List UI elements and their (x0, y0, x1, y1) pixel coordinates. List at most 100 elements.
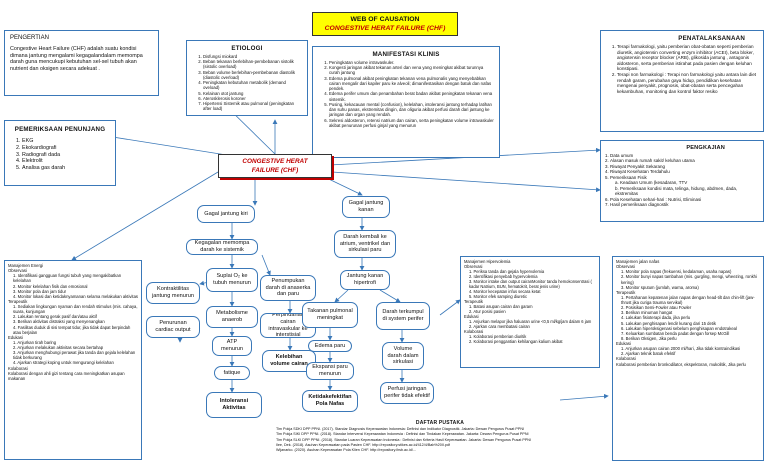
node-gagal-jantung-kanan: Gagal jantung kanan (342, 196, 390, 218)
node-perpindahan-cairan: Perpindahan cairan intravaskular ke inte… (260, 313, 316, 338)
intervention-line: 4. Monitor kecepatan infus secara ketat (469, 288, 541, 294)
list-item: Beban volume berlebihan-pembebanan diast… (203, 70, 303, 80)
intervention-line: 3. Monitor intake dan output cairanMonit… (469, 278, 592, 289)
etiologi-heading: ETIOLOGI (231, 45, 263, 52)
center-line-2: FAILURE (CHF) (251, 166, 299, 174)
list-item: Beban tekanan berlebihan-pembebanan sist… (203, 59, 303, 69)
intervention-line: 1. Sediakan lingkungan nyaman dan rendah… (13, 304, 138, 315)
intervention-line: 2. Kolaborasi penggantian kehilangan kal… (469, 338, 563, 344)
intervention-line: 2. Ajarkan cara membatasi cairan (469, 323, 530, 329)
pengkajian-list: 1. Data umum 2. Alasan masuk rumah sakit… (605, 153, 759, 208)
intervention-line: 1. Kolaborasi pemberian diuritik (469, 333, 527, 339)
intervention-line: 4. Fasilitas duduk di sisi tempat tidur,… (13, 324, 131, 335)
reference-item: Tim Pokja SIKI DPP PPNI. (2018). Standar… (276, 432, 529, 437)
intervention-line: Manajemen Energi (8, 263, 44, 268)
intervention-line: 2. Ajarkan teknik batuk efektif (621, 351, 676, 357)
pemeriksaan-list: EKG Ekokardiografi Radiografi dada Elekt… (10, 138, 110, 172)
intervention-line: 1. Monitor pola napas (frekuensi, kedala… (621, 269, 732, 275)
node-metabolisme-anaerob: Metabolisme anaerob (206, 306, 258, 328)
pustaka-heading: DAFTAR PUSTAKA (415, 420, 465, 426)
pengkajian-heading: PENGKAJIAN (686, 145, 725, 151)
intervention-line: Manajemen Hipervolemia (464, 259, 511, 264)
title-line-2: CONGESTIVE HERAT FAILURE (CHF) (324, 25, 446, 33)
list-item-text: Data umum (610, 153, 634, 158)
list-item-text: Alasan masuk rumah sakit/ keluhan utama (610, 158, 695, 164)
center-chf-box: CONGESTIVE HERAT FAILURE (CHF) (218, 154, 332, 178)
intervention-line: Observasi (616, 264, 635, 270)
list-item: b. Pemeriksaan kondisi mata, telinga, hi… (615, 185, 738, 197)
node-jantung-kanan-hipertrofi: Jantung kanan hipertrofi (340, 270, 390, 290)
list-item: 1. Data umum (605, 153, 634, 158)
list-item: Ekokardiografi (22, 145, 110, 152)
node-volume-darah: Volume darah dalam sirkulasi (382, 342, 424, 370)
intervention-line: Terapeutik (464, 298, 483, 304)
list-item: EKG (22, 138, 110, 145)
node-takanan-pulmonal: Takanan pulmonal meningkat (302, 302, 358, 328)
node-penumpukan-darah: Penumpukan darah di anaserka dan paru (260, 275, 316, 301)
reference-item: Tim Pokja SDKI DPP PPNI. (2017). Standar… (276, 427, 525, 431)
node-penurunan-cardiac-output: Penurunan cardiac output (146, 316, 200, 338)
intervention-line: 1. Identifikasi gangguan fungsi tubuh ya… (13, 273, 122, 284)
list-item-text: Pemeriksaan Fisik (610, 174, 647, 180)
list-item: Peningkatan kebutuhan metabolik (demand … (203, 80, 303, 90)
intervention-line: 3. Berikan minuman hangat (621, 310, 673, 316)
list-item: Peningkatan volume intravaskuler. (329, 60, 495, 65)
node-darah-terkumpul: Darah terkumpul di system perifer (376, 302, 430, 330)
intervention-line: 5. Lakukan penghisapan lendir kurang dar… (621, 320, 716, 326)
list-item: Hipertensi Sistemik atau pulmonal (penin… (203, 101, 303, 111)
pengertian-box: PENGERTIAN Congestive Heart Failure (CHF… (4, 30, 159, 96)
pengertian-heading: PENGERTIAN (10, 35, 49, 41)
intervention-line: 2. Posisikan Semi-Fowler atau Fowler (621, 305, 692, 311)
node-perfusi-jaringan: Perfusi jaringan perifer tidak efektif (380, 382, 434, 404)
intervention-line: 5. Monitor efek samping diuretic (469, 293, 528, 299)
intervention-line: 2. Identifikasi penyebab hypervolemia (469, 273, 538, 279)
intervention-line: 1. Periksa tanda dan gejala hypervolemia (469, 268, 545, 274)
intervention-line: 2. Atur posisi pasien (469, 308, 506, 314)
list-item: Elektrolit (22, 158, 110, 165)
node-darah-kembali: Darah kembali ke atrium, ventrikel dan s… (334, 230, 396, 258)
node-kontraktilitas: Kontraktilitas jantung menurun (146, 282, 200, 304)
list-item-text: Hasil pemeriksaan diagnostik (610, 202, 669, 208)
intervention-line: 3. Anjurkan menghubungi perawat jika tan… (13, 350, 136, 361)
intervention-line: Edukasi (464, 313, 479, 319)
intervention-line: 3. Monitor sputum (jumlah, warna, aroma) (621, 284, 699, 290)
list-item-text: Riwayat Penyakit Sekarang (610, 163, 666, 169)
list-item: Sekresi aldosteron, retensi natrium dan … (329, 118, 495, 128)
reference-item: Ilee, Dek. (2018). Asuhan Keperawatan pa… (276, 443, 450, 448)
node-edema-paru: Edema paru (308, 340, 352, 352)
intervention-line: 1. Anjurkan melapor jika haluaran urine … (469, 318, 592, 324)
intervention-line: Kolaborasi pemberian bronkodilator, eksp… (616, 361, 746, 367)
intervention-line: Observasi (464, 263, 483, 269)
pustaka-list: Tim Pokja SDKI DPP PPNI. (2017). Standar… (276, 427, 604, 454)
intervention-line: 6. Lakukan hiperoksigenasi sebelum pengh… (621, 325, 737, 331)
list-item: 2. Alasan masuk rumah sakit/ keluhan uta… (605, 158, 695, 164)
intervention-line: Kolaborasi (616, 356, 636, 362)
list-item-text: Riwayat Kesehatan Terdahulu (610, 169, 670, 175)
diagram-title: WEB OF CAUSATION CONGESTIVE HERAT FAILUR… (312, 12, 458, 36)
intervention-line: Edukasi (8, 334, 23, 340)
intervention-line: Kolaborasi (464, 328, 484, 334)
intervention-line: 3. Monitor pola dan jam tidur (13, 288, 67, 294)
intervention-line: 1. Batasi asupan cairan dan garam (469, 303, 533, 309)
etiologi-list: Disfungsi miokard Beban tekanan berlebih… (191, 54, 303, 112)
reference-item: Tim Pokja SLKI DPP PPNI. (2018). Standar… (276, 437, 531, 442)
list-item: Radiografi dada (22, 152, 110, 159)
intervention-line: Edukasi (616, 341, 631, 346)
intervention-line: 4. Monitor lokasi dan ketidaknyamanan se… (13, 293, 138, 299)
intervention-line: 2. Monitor bunyi napas tambahan (mis. gu… (621, 274, 757, 285)
center-line-1: CONGESTIVE HERAT (242, 158, 308, 165)
list-item: 7. Hasil pemeriksaan diagnostik (605, 202, 669, 208)
list-item: Analisa gas darah (22, 165, 110, 172)
intervention-line: Kolaborasi (8, 365, 28, 371)
intervention-line: 2. Monitor kelelahan fisik dan emosional (13, 283, 88, 289)
intervention-line: Kolaborasi dengan ahli gizi tentang cara… (8, 370, 125, 381)
list-item: Edema perifer umum dan penambahan berat … (329, 91, 495, 101)
intervention-line: 1. Pertahanan kepatenan jalan napas deng… (621, 294, 755, 305)
intervention-line: 4. Lakukan fisioterapi dada, jika perlu (621, 315, 691, 321)
manifestasi-box: MANIFESTASI KLINIS Peningkatan volume in… (312, 46, 500, 158)
node-kelebihan-volume-cairan: Kelebihan volume cairan (262, 350, 316, 372)
